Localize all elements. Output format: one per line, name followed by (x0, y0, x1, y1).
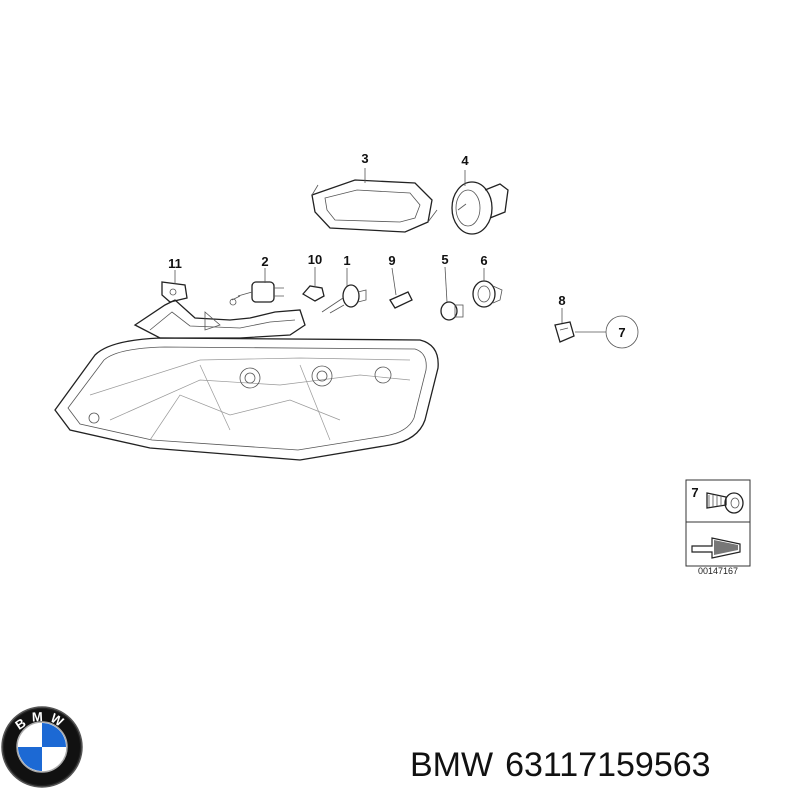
callout-8: 8 (558, 293, 565, 308)
part-8-clip (554, 321, 575, 343)
leader-lines (174, 168, 639, 349)
inset-box (685, 479, 751, 567)
part-9-bulb (389, 291, 413, 309)
callout-1: 1 (343, 253, 350, 268)
part-2-bulb (229, 281, 284, 306)
caption-brand: BMW (410, 746, 494, 784)
part-6-socket (472, 280, 503, 308)
bmw-logo: BMW (1, 706, 83, 788)
part-caption: BMW 63117159563 (410, 740, 790, 790)
callout-9: 9 (388, 253, 395, 268)
callout-3: 3 (361, 151, 368, 166)
callout-11: 11 (168, 256, 182, 271)
part-1-bulb (321, 284, 367, 314)
inset-part-number: 7 (691, 485, 698, 500)
callout-2: 2 (261, 254, 268, 269)
callout-10: 10 (308, 252, 322, 267)
part-5-bulb (440, 301, 464, 321)
callout-6: 6 (480, 253, 487, 268)
callout-4: 4 (461, 153, 469, 168)
callout-5: 5 (441, 252, 448, 267)
headlight-housing (54, 299, 439, 461)
part-10-ring (301, 285, 325, 302)
part-11-clip (161, 281, 188, 303)
part-4-cap (451, 181, 509, 235)
callout-7: 7 (618, 325, 625, 340)
part-3-bracket (311, 179, 438, 233)
caption-part-number: 63117159563 (505, 746, 711, 784)
diagram-code: 00147167 (698, 566, 738, 576)
